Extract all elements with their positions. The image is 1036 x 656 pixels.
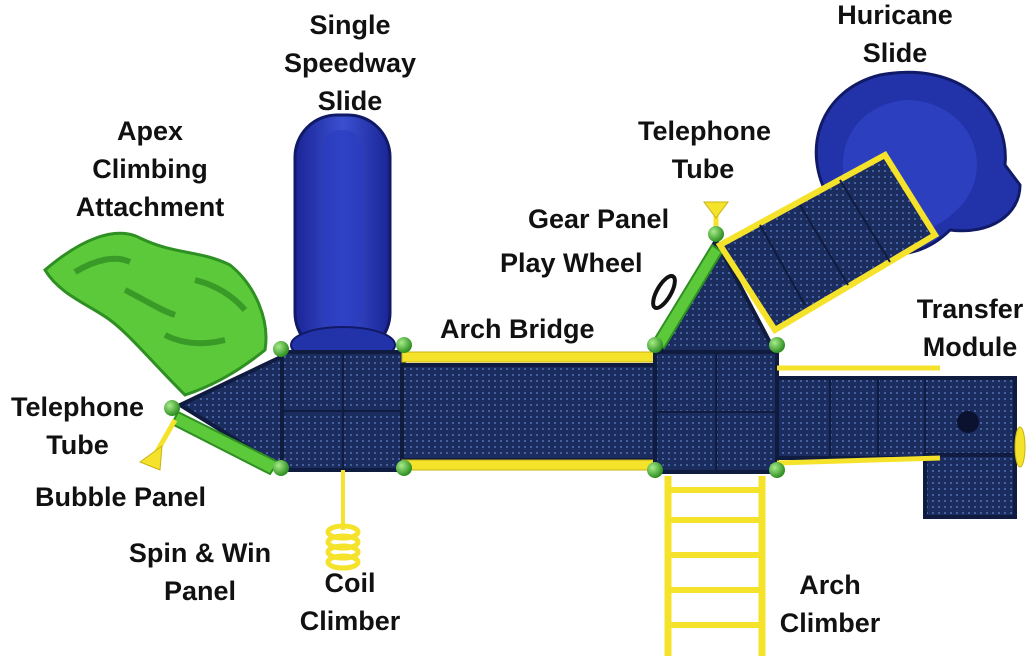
gear-panel-label: Gear Panel <box>528 200 698 238</box>
huricane-slide-label: Huricane Slide <box>830 0 960 72</box>
play-wheel <box>651 274 677 310</box>
spin-and-win-panel-label: Spin & Win Panel <box>110 534 290 610</box>
coil-climber <box>325 470 361 571</box>
label-line: Arch <box>799 570 861 600</box>
arch-bridge <box>400 351 659 471</box>
telephone-tube-left-label: Telephone Tube <box>0 388 155 464</box>
main-deck-right <box>653 350 779 474</box>
coil-climber-label: Coil Climber <box>280 564 420 640</box>
transfer-module <box>775 365 1026 519</box>
label-line: Speedway <box>283 48 417 78</box>
slide-ramp <box>715 151 940 335</box>
label-line: Slide <box>862 38 928 68</box>
label-line: Bubble Panel <box>35 482 207 512</box>
label-line: Telephone <box>10 392 144 422</box>
main-deck-left <box>280 350 406 472</box>
label-line: Tube <box>46 430 109 460</box>
bubble-panel-label: Bubble Panel <box>35 478 245 516</box>
label-line: Single <box>309 10 391 40</box>
label-line: Tube <box>671 154 735 184</box>
label-line: Slide <box>317 86 383 116</box>
single-speedway-slide <box>290 113 396 364</box>
telephone-tube-top-label: Telephone Tube <box>638 112 772 188</box>
apex-climbing-attachment <box>43 231 268 397</box>
label-line: Huricane <box>837 0 953 30</box>
post-caps <box>164 226 785 478</box>
label-line: Coil <box>324 568 376 598</box>
arch-climber-label: Arch Climber <box>765 566 895 642</box>
label-line: Arch Bridge <box>440 314 595 344</box>
label-line: Transfer <box>916 294 1024 324</box>
arch-bridge-label: Arch Bridge <box>440 310 610 348</box>
apex-climbing-attachment-label: Apex Climbing Attachment <box>55 112 245 226</box>
label-line: Telephone <box>638 116 772 146</box>
transfer-module-label: Transfer Module <box>905 290 1035 366</box>
label-line: Gear Panel <box>528 204 670 234</box>
telephone-tube-left <box>138 418 178 471</box>
play-wheel-label: Play Wheel <box>500 244 670 282</box>
label-line: Climber <box>779 608 881 638</box>
gear-panel <box>652 243 724 350</box>
arch-climber <box>664 476 766 656</box>
label-line: Module <box>922 332 1018 362</box>
label-line: Climbing <box>92 154 208 184</box>
label-line: Spin & Win <box>128 538 272 568</box>
label-line: Attachment <box>75 192 225 222</box>
single-speedway-slide-label: Single Speedway Slide <box>265 6 435 120</box>
label-line: Play Wheel <box>500 248 643 278</box>
label-line: Climber <box>299 606 401 636</box>
label-line: Panel <box>163 576 237 606</box>
label-line: Apex <box>116 116 184 146</box>
